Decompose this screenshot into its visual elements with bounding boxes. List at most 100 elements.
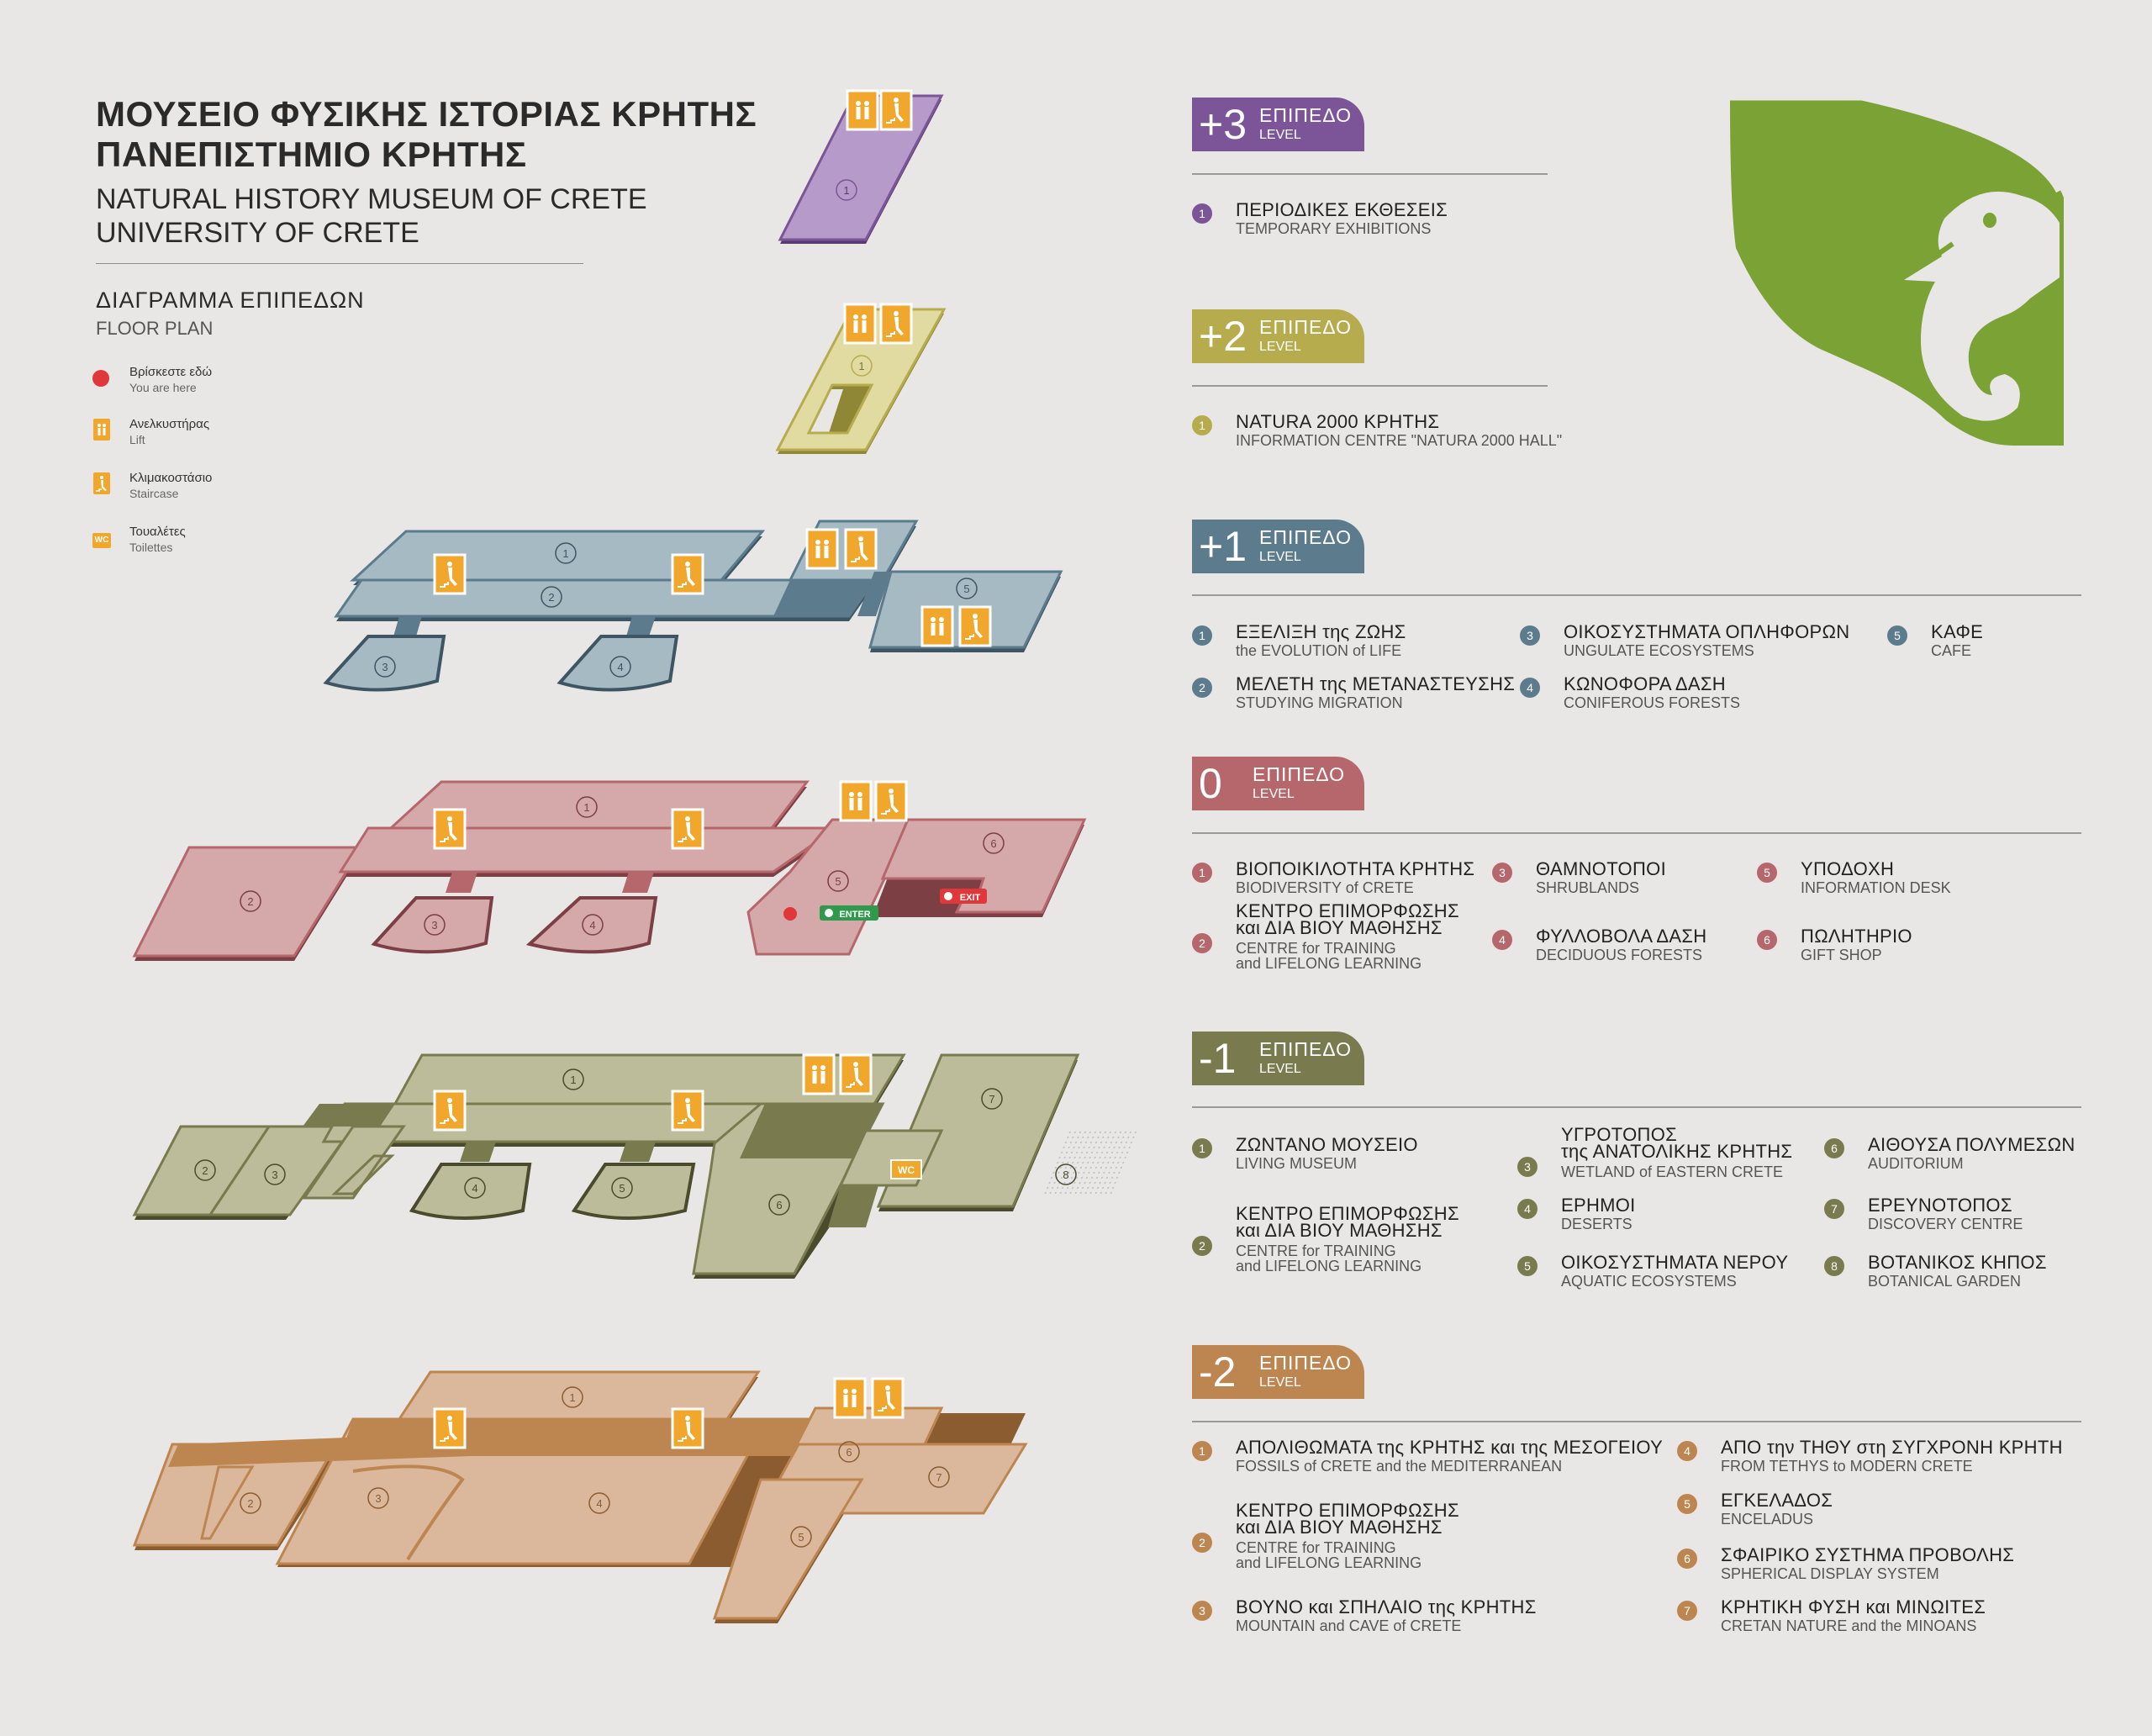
level-label-gr: ΕΠΙΠΕΔΟ [1259, 104, 1353, 126]
exhibit-name-en: CENTRE for TRAINING [1236, 1539, 1396, 1556]
exhibit-name-gr: ΕΡΗΜΟΙ [1561, 1195, 1636, 1216]
exhibit-number-badge: 6 [1824, 1138, 1844, 1158]
svg-text:1: 1 [843, 184, 849, 197]
lift-icon [843, 303, 877, 345]
level-label-gr: ΕΠΙΠΕΔΟ [1259, 526, 1353, 548]
floor-plan-heading-greek: ΔΙΑΓΡΑΜΜΑ ΕΠΙΠΕΔΩΝ [96, 288, 365, 313]
svg-text:6: 6 [990, 837, 996, 850]
exhibit-number-badge: 5 [1517, 1256, 1538, 1276]
exhibit-number-badge: 5 [1887, 625, 1907, 646]
exhibit-name-en: CENTRE for TRAINING [1236, 1243, 1396, 1259]
exhibit-name-en: the EVOLUTION of LIFE [1236, 642, 1402, 659]
toilet-label: WC [898, 1164, 915, 1176]
exhibit-name-gr: ΟΙΚΟΣΥΣΤΗΜΑΤΑ ΝΕΡΟΥ [1561, 1252, 1789, 1273]
exhibit-name-en: INFORMATION DESK [1801, 879, 1951, 896]
exhibit-number-badge: 7 [1677, 1601, 1697, 1621]
exhibit-number-badge: 3 [1192, 1601, 1212, 1621]
svg-text:1: 1 [570, 1074, 576, 1086]
exhibit-name-en: CENTRE for TRAINING [1236, 940, 1396, 957]
exhibit-name-gr: ΠΕΡΙΟΔΙΚΕΣ ΕΚΘΕΣΕΙΣ [1236, 199, 1448, 220]
exhibit-number-badge: 4 [1492, 930, 1512, 950]
svg-text:2: 2 [247, 895, 253, 908]
svg-text:6: 6 [846, 1446, 852, 1459]
exhibit-number-badge: 1 [1192, 1441, 1212, 1461]
exhibit-name-en: ENCELADUS [1721, 1511, 1814, 1528]
enter-sign: ENTER [820, 905, 878, 921]
exhibit-name-en: WETLAND of EASTERN CRETE [1561, 1163, 1784, 1180]
exhibit-name-gr-line2: και ΔΙΑ ΒΙΟΥ ΜΑΘΗΣΗΣ [1236, 1220, 1443, 1241]
staircase-icon [839, 1053, 873, 1095]
exhibit-number-badge: 1 [1192, 863, 1212, 883]
level-label-en: LEVEL [1259, 1375, 1301, 1390]
lift-icon [802, 1053, 836, 1095]
exhibit-name-gr: ΥΠΟΔΟΧΗ [1801, 858, 1895, 879]
svg-text:2: 2 [548, 591, 554, 604]
level-number: +1 [1199, 523, 1247, 570]
exhibit-name-en: AQUATIC ECOSYSTEMS [1561, 1273, 1737, 1290]
key-label-gr: Βρίσκεστε εδώ [129, 365, 213, 379]
svg-text:5: 5 [619, 1182, 625, 1195]
museum-logo-eagle [1730, 97, 2064, 446]
isometric-floor-maps: 1 1 [132, 89, 1141, 1623]
exhibit-name-gr: ΒΙΟΠΟΙΚΙΛΟΤΗΤΑ ΚΡΗΤΗΣ [1236, 858, 1475, 879]
you-are-here-icon [783, 907, 797, 921]
staircase-icon [874, 780, 908, 822]
exhibit-name-gr: ΒΟΥΝΟ και ΣΠΗΛΑΙΟ της ΚΡΗΤΗΣ [1236, 1596, 1537, 1617]
lift-icon [920, 605, 954, 647]
staircase-icon [433, 1407, 467, 1449]
key-label-en: Toilettes [129, 541, 173, 554]
exhibit-number-badge: 2 [1192, 933, 1212, 953]
exhibit-name-gr: ΕΞΕΛΙΞΗ της ΖΩΗΣ [1236, 621, 1406, 642]
exhibit-number-badge: 5 [1757, 863, 1777, 883]
lift-icon [846, 89, 879, 131]
level-divider [1192, 1106, 2081, 1108]
exhibit-name-gr: ΚΕΝΤΡΟ ΕΠΙΜΟΡΦΩΣΗΣ [1236, 900, 1459, 921]
staircase-icon [671, 808, 704, 850]
exhibit-name-gr: ΠΩΛΗΤΗΡΙΟ [1801, 926, 1912, 947]
exhibit-name-gr-line2: και ΔΙΑ ΒΙΟΥ ΜΑΘΗΣΗΣ [1236, 917, 1443, 938]
level-divider [1192, 385, 1548, 387]
exhibit-name-en: FOSSILS of CRETE and the MEDITERRANEAN [1236, 1458, 1563, 1475]
title-greek-museum: ΜΟΥΣΕΙΟ ΦΥΣΙΚΗΣ ΙΣΤΟΡΙΑΣ ΚΡΗΤΗΣ [96, 94, 757, 134]
key-label-gr: Κλιμακοστάσιο [129, 471, 213, 485]
exhibit-number-badge: 6 [1757, 930, 1777, 950]
map-level-0: ENTER EXIT 123 456 [132, 780, 1087, 961]
exhibit-name-gr-line2: και ΔΙΑ ΒΙΟΥ ΜΑΘΗΣΗΣ [1236, 1517, 1443, 1538]
exhibit-name-en: UNGULATE ECOSYSTEMS [1564, 642, 1754, 659]
exhibit-number-badge: 1 [1192, 203, 1212, 224]
exhibit-number-badge: 3 [1492, 863, 1512, 883]
exhibit-number-badge: 2 [1192, 1533, 1212, 1553]
lift-icon [93, 419, 110, 441]
title-english-university: UNIVERSITY OF CRETE [96, 217, 419, 249]
exhibit-number-badge: 8 [1824, 1256, 1844, 1276]
exhibit-number-badge: 3 [1517, 1157, 1538, 1177]
exhibit-name-en: DESERTS [1561, 1216, 1632, 1232]
you-are-here-icon [92, 370, 109, 387]
exhibit-name-gr: ΕΡΕΥΝΟΤΟΠΟΣ [1868, 1195, 2012, 1216]
level-label-gr: ΕΠΙΠΕΔΟ [1253, 763, 1346, 785]
exhibit-name-gr: ΒΟΤΑΝΙΚΟΣ ΚΗΠΟΣ [1868, 1252, 2047, 1273]
lift-icon [839, 780, 873, 822]
exhibit-number-badge: 4 [1520, 678, 1540, 698]
staircase-icon [879, 303, 913, 345]
exit-sign: EXIT [940, 889, 987, 904]
toilet-icon: WC [92, 533, 111, 548]
key-label-en: You are here [129, 381, 197, 394]
exhibit-number-badge: 4 [1677, 1441, 1697, 1461]
staircase-icon [958, 605, 992, 647]
svg-text:7: 7 [989, 1093, 994, 1105]
exhibit-name-en: SPHERICAL DISPLAY SYSTEM [1721, 1565, 1939, 1582]
exhibit-name-gr: ΑΠΟΛΙΘΩΜΑΤΑ της ΚΡΗΤΗΣ και της ΜΕΣΟΓΕΙΟΥ [1236, 1437, 1664, 1458]
svg-text:4: 4 [617, 661, 623, 673]
exhibit-number-badge: 1 [1192, 1138, 1212, 1158]
exhibit-number-badge: 1 [1192, 415, 1212, 435]
exhibit-number-badge: 3 [1520, 625, 1540, 646]
svg-text:6: 6 [776, 1199, 782, 1211]
exhibit-name-gr: ΟΙΚΟΣΥΣΤΗΜΑΤΑ ΟΠΛΗΦΟΡΩΝ [1564, 621, 1850, 642]
map-level-plus3: 1 [778, 89, 944, 244]
key-label-gr: Ανελκυστήρας [129, 417, 210, 431]
